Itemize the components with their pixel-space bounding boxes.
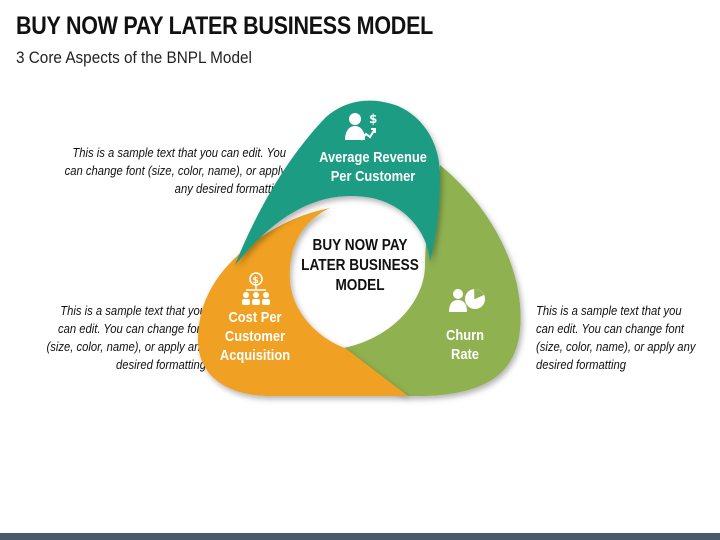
description-left-bottom: This is a sample text that you can edit.… [21, 302, 206, 374]
svg-text:$: $ [253, 276, 259, 286]
label-line: Rate [451, 346, 479, 363]
label-average-revenue: Average Revenue Per Customer [300, 148, 446, 186]
center-line: MODEL [335, 277, 385, 294]
label-line: Acquisition [219, 347, 291, 364]
description-line: This is a sample text that you [536, 304, 682, 318]
page-title: BUY NOW PAY LATER BUSINESS MODEL [16, 12, 434, 40]
label-line: Customer [224, 328, 286, 345]
description-line: any desired formatting [174, 182, 286, 196]
description-right: This is a sample text that you can edit.… [536, 302, 716, 374]
svg-text:$: $ [369, 112, 377, 126]
center-title: BUY NOW PAY LATER BUSINESS MODEL [296, 236, 424, 296]
label-line: Average Revenue [319, 149, 427, 166]
description-line: This is a sample text that you can edit.… [72, 146, 286, 160]
segment-churn-rate [330, 165, 521, 397]
person-revenue-icon: $ [345, 112, 377, 141]
people-dollar-icon: $ [242, 272, 270, 305]
label-line: Per Customer [330, 168, 416, 185]
description-line: can change font (size, color, name), or … [64, 164, 286, 178]
segment-average-revenue [235, 100, 440, 265]
footer-bar [0, 533, 720, 540]
label-cost-per-customer: Cost Per Customer Acquisition [208, 308, 303, 365]
description-line: desired formatting [115, 358, 206, 372]
description-left-top: This is a sample text that you can edit.… [34, 144, 286, 198]
page-subtitle: 3 Core Aspects of the BNPL Model [16, 48, 252, 67]
segment-cost-per-customer [198, 208, 408, 396]
description-line: can edit. You can change font [57, 322, 207, 336]
label-line: Churn [445, 327, 484, 344]
person-pie-chart-icon [449, 289, 485, 312]
center-line: BUY NOW PAY [312, 237, 408, 254]
description-line: This is a sample text that you [60, 304, 206, 318]
description-line: (size, color, name), or apply any [46, 340, 206, 354]
description-line: can edit. You can change font [536, 322, 685, 336]
description-line: (size, color, name), or apply any [536, 340, 696, 354]
center-line: LATER BUSINESS [301, 257, 419, 274]
label-churn-rate: Churn Rate [431, 326, 500, 364]
label-line: Cost Per [228, 309, 282, 326]
description-line: desired formatting [536, 358, 627, 372]
